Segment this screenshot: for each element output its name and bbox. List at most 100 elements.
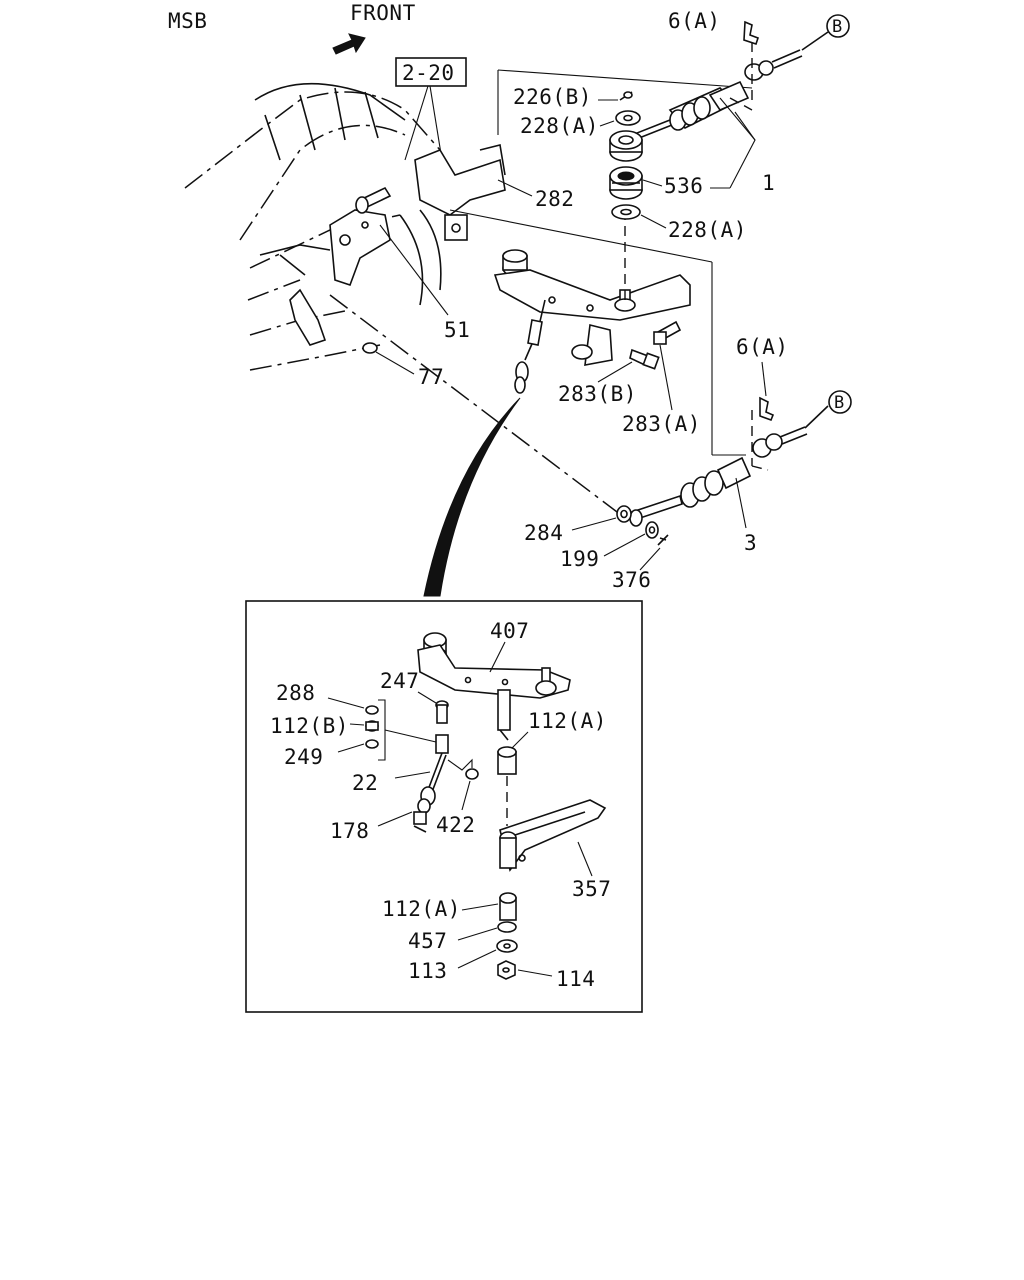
svg-text:283(A): 283(A) (622, 412, 701, 436)
svg-text:536: 536 (664, 174, 703, 198)
svg-text:284: 284 (524, 521, 563, 545)
svg-text:283(B): 283(B) (558, 382, 637, 406)
svg-text:6(A): 6(A) (668, 9, 721, 33)
callout-357[interactable]: 357 (572, 841, 611, 901)
callout-283b[interactable]: 283(B) (558, 361, 637, 406)
callout-457[interactable]: 457 (408, 927, 498, 953)
svg-text:1: 1 (762, 171, 775, 195)
callout-6a-mid[interactable]: 6(A) (736, 335, 789, 397)
circle-ref-b-mid[interactable]: B (828, 390, 852, 414)
svg-text:226(B): 226(B) (513, 85, 592, 109)
callout-22[interactable]: 22 (352, 771, 431, 795)
callout-1[interactable]: 1 (719, 97, 775, 195)
bolt-283b-icon (629, 348, 660, 370)
washer-288-icon (365, 705, 379, 715)
callout-51[interactable]: 51 (379, 224, 470, 342)
svg-text:457: 457 (408, 929, 447, 953)
callout-284[interactable]: 284 (524, 517, 617, 545)
callout-3[interactable]: 3 (735, 477, 757, 555)
callout-199[interactable]: 199 (560, 533, 646, 571)
callout-77[interactable]: 77 (375, 351, 444, 389)
bushing-112a-top-icon (497, 746, 517, 775)
svg-text:178: 178 (330, 819, 369, 843)
svg-text:282: 282 (535, 187, 574, 211)
washer-249-icon (365, 739, 379, 749)
callout-178[interactable]: 178 (330, 811, 413, 843)
svg-text:357: 357 (572, 877, 611, 901)
detail-pointer (423, 397, 521, 597)
front-label: FRONT (350, 1, 416, 25)
front-arrow-icon (332, 33, 366, 55)
washer-199-icon (645, 521, 659, 539)
callout-247[interactable]: 247 (380, 669, 437, 704)
svg-text:6(A): 6(A) (736, 335, 789, 359)
shift-rod-22 (413, 734, 449, 833)
bracket-357 (499, 799, 607, 872)
nut-114-icon (497, 960, 516, 980)
clip-6a-mid-icon (759, 396, 775, 422)
svg-text:288: 288 (276, 681, 315, 705)
callout-249[interactable]: 249 (284, 743, 365, 769)
callout-112a-low[interactable]: 112(A) (382, 897, 499, 921)
bolt-283a-icon (653, 320, 682, 345)
bushing-536-icon (609, 166, 643, 200)
washer-228a-top-icon (615, 110, 641, 126)
pin-376-icon (657, 534, 669, 546)
callout-114[interactable]: 114 (517, 967, 595, 991)
pin-226b-icon (619, 91, 633, 101)
bushing-112a-low-icon (499, 892, 517, 921)
svg-text:112(B): 112(B) (270, 714, 349, 738)
washer-457-icon (497, 921, 517, 933)
svg-text:77: 77 (418, 365, 444, 389)
svg-text:112(A): 112(A) (528, 709, 607, 733)
svg-text:422: 422 (436, 813, 475, 837)
callout-376[interactable]: 376 (612, 547, 661, 592)
callout-226b[interactable]: 226(B) (513, 85, 618, 109)
svg-text:114: 114 (556, 967, 595, 991)
shift-cable-1 (631, 31, 829, 141)
callout-112b[interactable]: 112(B) (270, 714, 365, 738)
callout-283a[interactable]: 283(A) (622, 344, 701, 436)
shift-lever-assembly (493, 249, 691, 394)
svg-text:228(A): 228(A) (668, 218, 747, 242)
svg-text:376: 376 (612, 568, 651, 592)
shift-cable-3 (629, 405, 829, 527)
reference-box-label: 2-20 (402, 61, 455, 85)
circle-ref-b-top[interactable]: B (826, 14, 850, 38)
bushing-112b-icon (365, 720, 379, 732)
svg-text:228(A): 228(A) (520, 114, 599, 138)
reference-leaders (404, 85, 443, 161)
svg-text:3: 3 (744, 531, 757, 555)
callout-407[interactable]: 407 (489, 619, 529, 673)
svg-text:112(A): 112(A) (382, 897, 461, 921)
callout-536[interactable]: 536 (642, 174, 730, 198)
svg-text:B: B (832, 17, 842, 37)
callout-6a-top[interactable]: 6(A) (668, 9, 721, 33)
svg-text:B: B (834, 393, 844, 413)
callout-228a-top[interactable]: 228(A) (520, 114, 615, 138)
callout-112a-top[interactable]: 112(A) (511, 709, 607, 749)
svg-text:22: 22 (352, 771, 378, 795)
washer-422-icon (465, 768, 479, 780)
washer-228a-low-icon (611, 204, 641, 220)
guide-lines (329, 69, 753, 519)
callout-422[interactable]: 422 (436, 780, 475, 837)
svg-text:249: 249 (284, 745, 323, 769)
svg-text:407: 407 (490, 619, 529, 643)
washer-113-icon (496, 939, 518, 953)
callout-113[interactable]: 113 (408, 949, 497, 983)
svg-text:113: 113 (408, 959, 447, 983)
callout-228a-low[interactable]: 228(A) (640, 214, 747, 242)
bracket-51 (329, 209, 391, 287)
bracket-282 (414, 144, 506, 241)
callout-288[interactable]: 288 (276, 681, 365, 709)
reference-box[interactable]: 2-20 (395, 57, 467, 87)
detail-view (245, 600, 643, 1013)
callout-282[interactable]: 282 (497, 179, 574, 211)
svg-text:51: 51 (444, 318, 470, 342)
clip-6a-top-icon (743, 20, 760, 46)
svg-text:199: 199 (560, 547, 599, 571)
svg-text:247: 247 (380, 669, 419, 693)
bushing-icon (609, 130, 643, 162)
